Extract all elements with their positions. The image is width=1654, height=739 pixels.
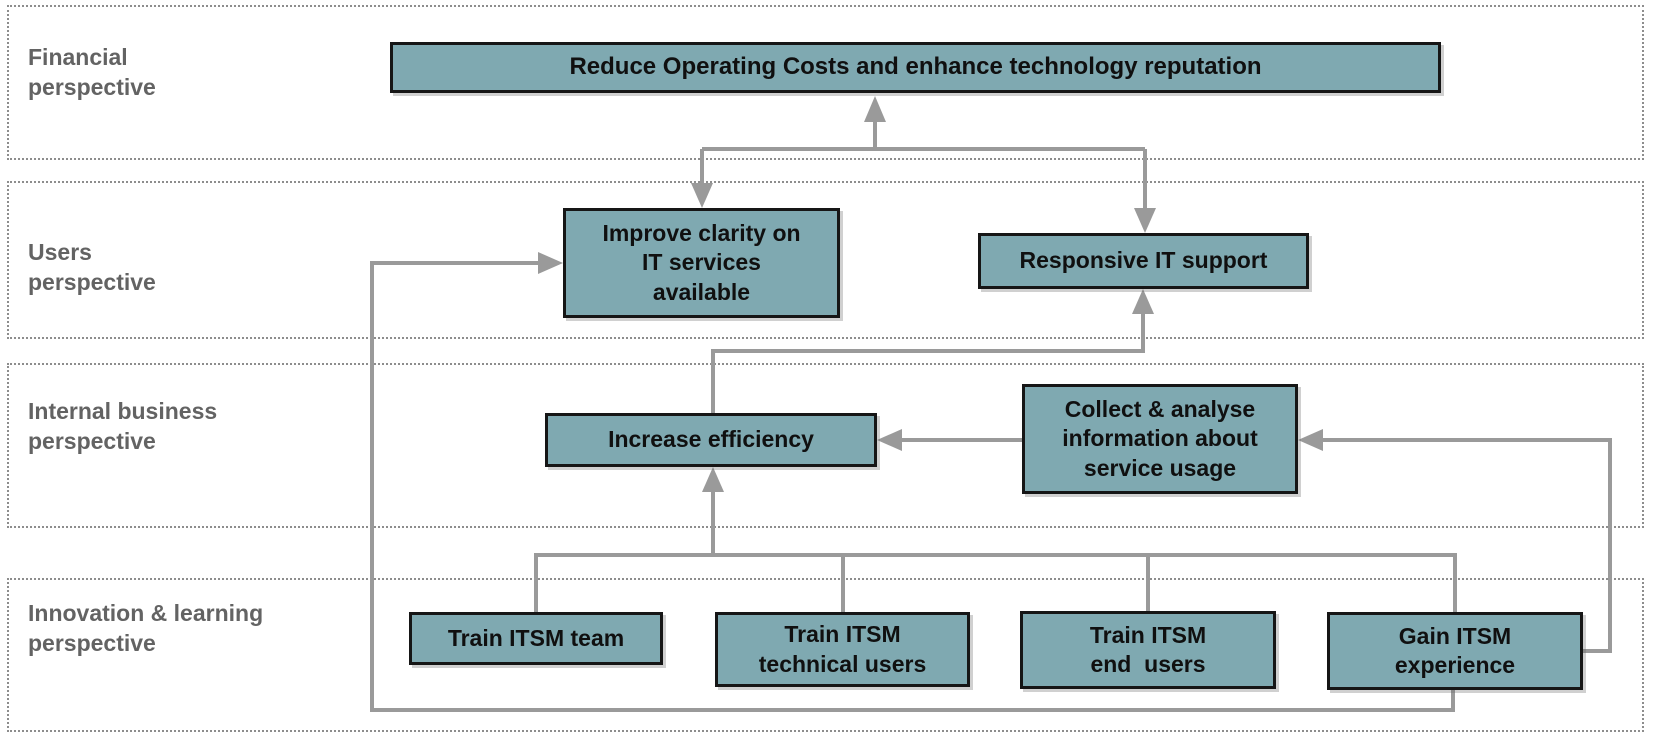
perspective-label-internal-business: Internal business perspective <box>28 398 218 455</box>
wire-training-junction <box>534 489 1457 612</box>
arrowhead-into-responsive-bottom <box>1132 289 1154 314</box>
node-responsive-it-support: Responsive IT support <box>978 233 1309 289</box>
perspective-label-financial: Financial perspective <box>28 44 156 101</box>
perspective-label-innovation-learning: Innovation & learning perspective <box>28 600 264 657</box>
node-train-itsm-end-users: Train ITSM end users <box>1020 611 1276 689</box>
node-train-itsm-technical-users: Train ITSM technical users <box>715 612 970 687</box>
node-improve-clarity: Improve clarity on IT services available <box>563 208 840 318</box>
arrowhead-into-improve-clarity-left <box>538 252 563 274</box>
band-innovation-learning <box>7 578 1644 732</box>
arrowhead-into-improve-clarity-top <box>691 183 713 208</box>
arrowhead-into-responsive-top <box>1134 208 1156 233</box>
band-internal-business <box>7 363 1644 528</box>
wire-experience-to-collect <box>1320 438 1612 653</box>
perspective-label-users: Users perspective <box>28 239 156 296</box>
node-collect-analyse-usage: Collect & analyse information about serv… <box>1022 384 1298 494</box>
band-users <box>7 181 1644 339</box>
arrowhead-into-increase-efficiency-right <box>877 429 902 451</box>
node-reduce-operating-costs: Reduce Operating Costs and enhance techn… <box>390 42 1441 93</box>
arrowhead-into-collect-analyse-right <box>1298 429 1323 451</box>
wire-users-junction <box>700 118 1147 211</box>
wire-efficiency-to-responsive <box>711 311 1145 413</box>
arrowhead-into-increase-efficiency-bottom <box>702 467 724 492</box>
node-gain-itsm-experience: Gain ITSM experience <box>1327 612 1583 690</box>
node-increase-efficiency: Increase efficiency <box>545 413 877 467</box>
wire-experience-to-improve-clarity <box>370 261 1455 712</box>
arrowhead-into-reduce-operating-costs <box>864 96 886 122</box>
band-financial <box>7 5 1644 160</box>
node-train-itsm-team: Train ITSM team <box>409 612 663 665</box>
